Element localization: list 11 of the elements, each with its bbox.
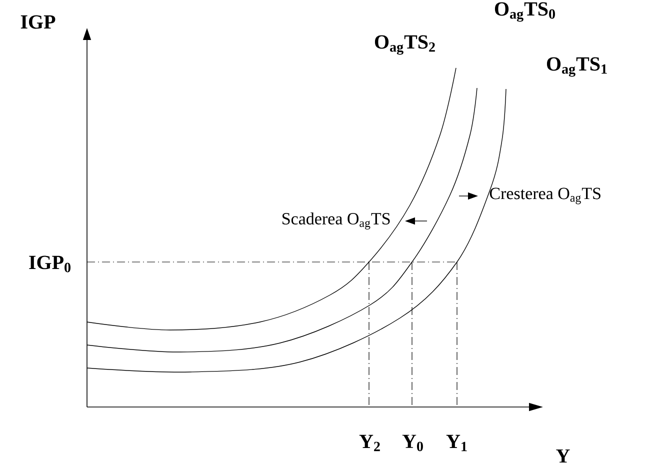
shift-label: Scaderea O$_{ag}$TS	[282, 212, 390, 230]
curve-label: O$_{ag}$TS$_{1}$	[546, 57, 607, 77]
curve-label: O$_{ag}$TS$_{0}$	[494, 2, 555, 22]
axis-label: IGP	[20, 15, 56, 29]
curve-label: O$_{ag}$TS$_{2}$	[374, 35, 435, 55]
axis-label: Y$_{1}$	[446, 434, 467, 452]
axis-label: IGP$_{0}$	[29, 256, 70, 272]
axis-label: Y	[556, 449, 570, 463]
shift-label: Cresterea O$_{ag}$TS	[490, 188, 600, 204]
axis-label: Y$_{0}$	[402, 434, 423, 452]
axis-label: Y$_{2}$	[359, 434, 380, 452]
